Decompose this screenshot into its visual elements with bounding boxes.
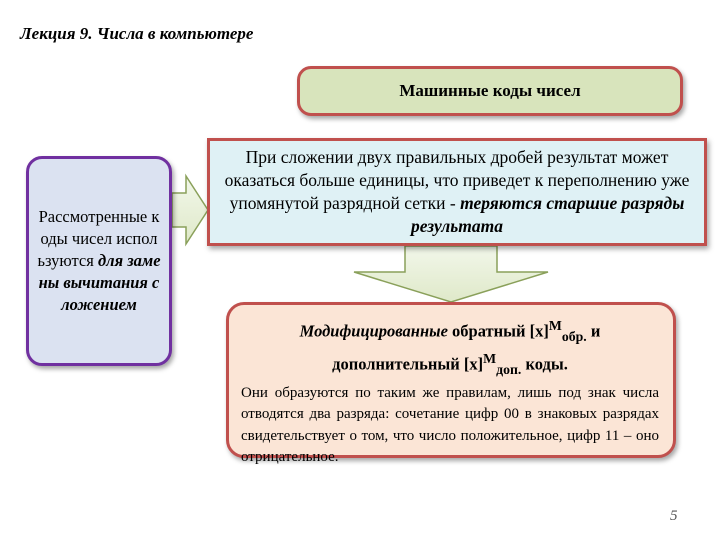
title-part3: коды. <box>521 354 568 374</box>
left-box-text: Рассмотренные коды чисел используются дл… <box>37 206 161 316</box>
title-sub1: обр. <box>561 328 587 344</box>
bottom-box: Модифицированные обратный [x]Mобр. и доп… <box>226 302 676 465</box>
title-sup1: M <box>548 318 562 333</box>
page-number: 5 <box>670 508 678 524</box>
bottom-box-title: Модифицированные обратный [x]Mобр. и доп… <box>241 315 659 381</box>
right-arrow-icon <box>171 173 209 247</box>
left-box: Рассмотренные коды чисел используются дл… <box>26 156 172 366</box>
title-sub2: доп. <box>496 361 522 377</box>
top-box-text-emphasis: теряются старшие разряды результата <box>411 193 685 236</box>
top-box-text-plain: При сложении двух правильных дробей резу… <box>224 147 690 213</box>
title-sup2: M <box>483 350 497 366</box>
bottom-box-body: Они образуются по таким же правилам, лиш… <box>241 384 659 466</box>
left-box-text-plain: Рассмотренные коды чисел используются <box>37 207 160 270</box>
top-box-text: При сложении двух правильных дробей резу… <box>216 146 698 238</box>
heading-box: Машинные коды чисел <box>297 66 683 116</box>
title-italic: Модифицированные <box>299 321 448 341</box>
lecture-title: Лекция 9. Числа в компьютере <box>20 24 254 43</box>
down-arrow-icon <box>353 245 549 303</box>
left-box-text-emphasis: для замены вычитания сложением <box>38 251 161 314</box>
top-box: При сложении двух правильных дробей резу… <box>207 138 707 246</box>
title-part2: и дополнительный [x] <box>332 321 601 374</box>
title-part1: обратный [x] <box>447 321 549 341</box>
heading-text: Машинные коды чисел <box>399 81 581 100</box>
